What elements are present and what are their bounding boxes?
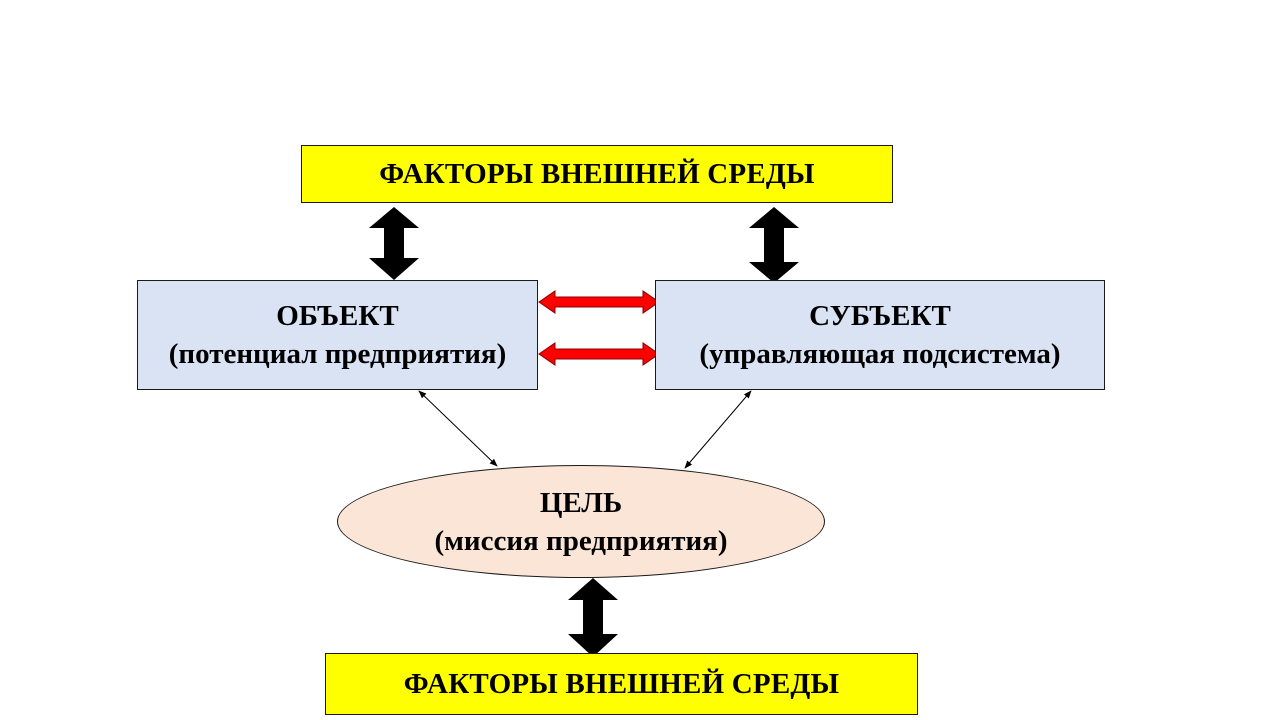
factors-bottom-box: ФАКТОРЫ ВНЕШНЕЙ СРЕДЫ [325,653,918,715]
subject-title: СУБЪЕКТ [809,300,951,332]
thin-double-arrow-icon [418,390,498,467]
factors-top-label: ФАКТОРЫ ВНЕШНЕЙ СРЕДЫ [379,157,815,190]
double-arrow-vertical-icon [369,207,419,280]
double-arrow-vertical-icon [568,578,618,657]
factors-bottom-label: ФАКТОРЫ ВНЕШНЕЙ СРЕДЫ [403,667,840,700]
subject-box: СУБЪЕКТ (управляющая подсистема) [655,280,1105,390]
goal-title: ЦЕЛЬ [539,486,623,519]
object-box: ОБЪЕКТ (потенциал предприятия) [137,280,538,390]
object-title: ОБЪЕКТ [276,300,399,332]
factors-top-box: ФАКТОРЫ ВНЕШНЕЙ СРЕДЫ [301,145,893,203]
goal-subtitle: (миссия предприятия) [434,524,728,557]
double-arrow-horizontal-icon [538,290,660,314]
subject-subtitle: (управляющая подсистема) [699,338,1061,370]
double-arrow-vertical-icon [749,207,799,283]
thin-double-arrow-icon [684,390,752,469]
double-arrow-horizontal-icon [538,342,660,366]
goal-ellipse: ЦЕЛЬ (миссия предприятия) [337,465,825,578]
object-subtitle: (потенциал предприятия) [168,338,507,370]
